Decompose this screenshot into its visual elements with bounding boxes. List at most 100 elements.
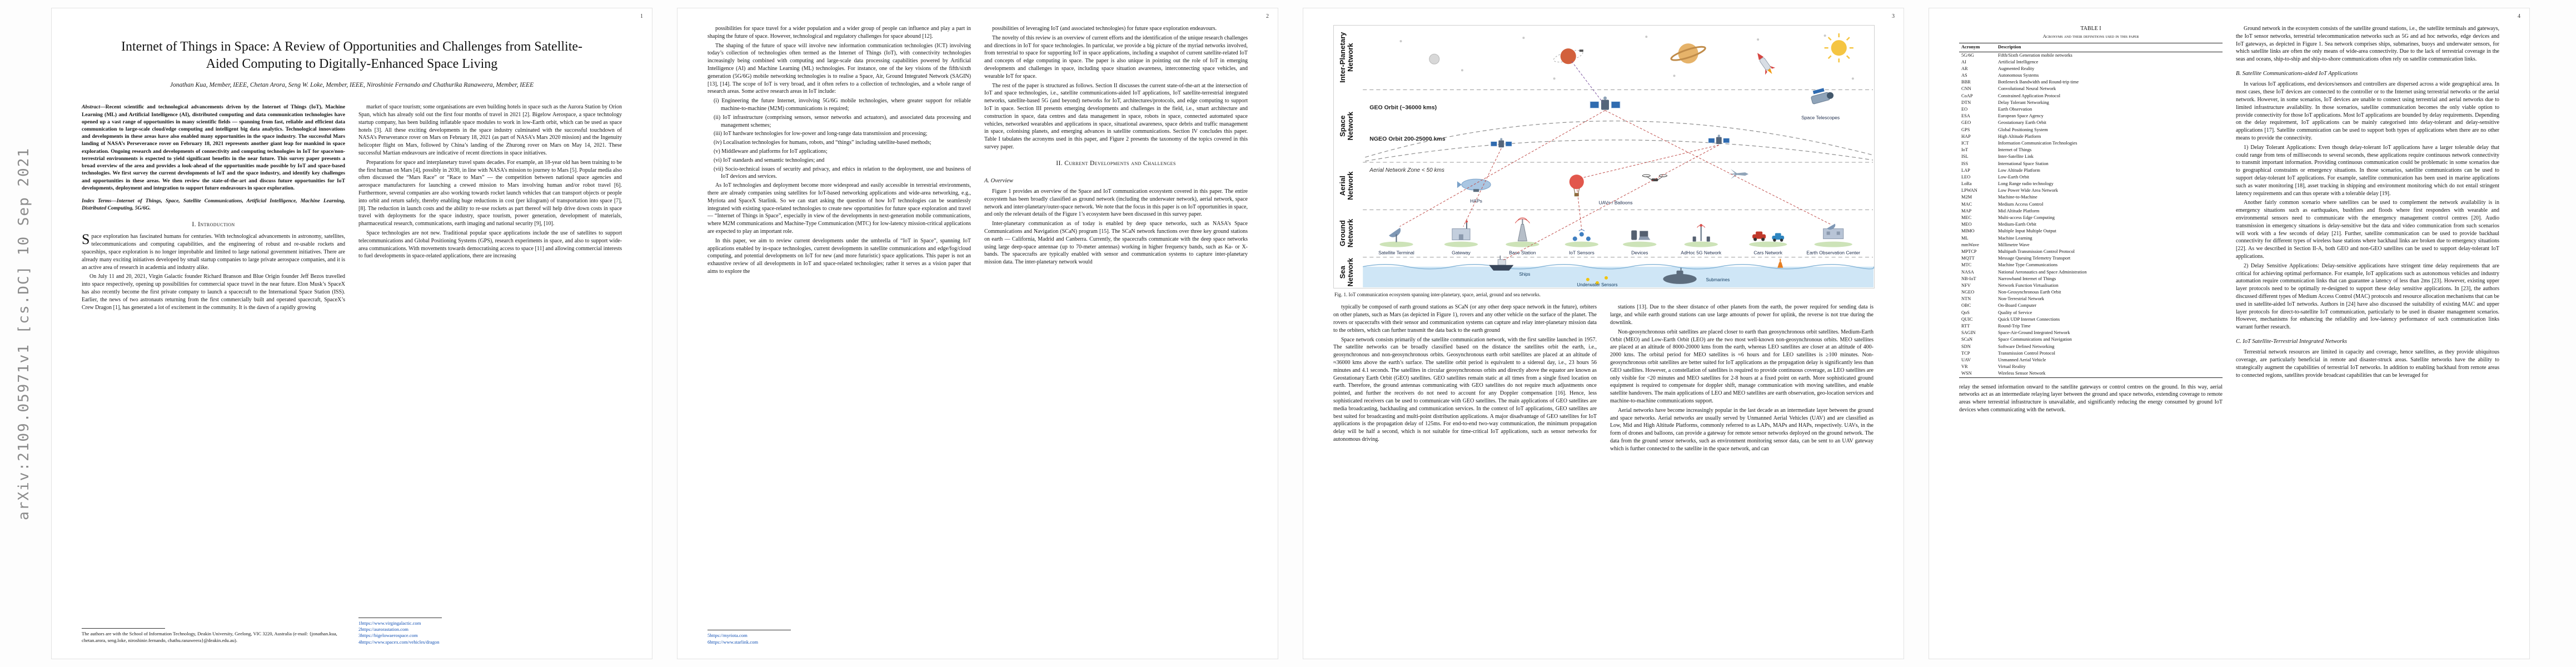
acronym-cell: MTC — [1961, 262, 1972, 268]
table-row: ISL Inter-Satellite Link — [1959, 153, 2223, 160]
description-cell: Mid Altitude Platform — [1998, 208, 2040, 213]
paragraph: As IoT technologies and deployment becom… — [707, 182, 971, 235]
description-cell: Augmented Reality — [1998, 66, 2035, 71]
page-2: 2 possibilities for space travel for a w… — [677, 8, 1278, 659]
paragraph: In various IoT applications, end devices… — [2236, 81, 2499, 142]
page1-column-1: Abstract—Recent scientific and technolog… — [82, 103, 345, 645]
acronym-cell: ISL — [1961, 154, 1969, 160]
acronym-cell: M2M — [1961, 195, 1972, 200]
footnote-rule — [82, 628, 165, 629]
table-row: NASA National Aeronautics and Space Admi… — [1959, 269, 2223, 276]
ship-icon — [1489, 255, 1514, 271]
acronym-cell: AI — [1961, 59, 1966, 64]
figure-1: Inter-PlanetaryNetwork SpaceNetwork Aeri… — [1333, 25, 1875, 288]
table-row: MTC Machine Type Communications — [1959, 262, 2223, 268]
paragraph: Inter-planetary communication as of toda… — [984, 221, 1248, 266]
acronym-cell: MEO — [1961, 222, 1972, 227]
paragraph: On July 11 and 20, 2021, Virgin Galactic… — [82, 273, 345, 311]
description-cell: Convolutional Neural Network — [1998, 86, 2056, 92]
subsection-satcom-iot: B. Satellite Communications-aided IoT Ap… — [2236, 70, 2358, 77]
acronym-cell: NASA — [1961, 269, 1974, 275]
acronym-cell: mmWave — [1961, 242, 1979, 247]
page4-column-1: TABLE I Acronyms and their definitions u… — [1959, 25, 2223, 645]
acronym-cell: WSN — [1961, 371, 1972, 376]
table-row: CoAP Constrained Application Protocol — [1959, 93, 2223, 99]
paragraph: Preparations for space and interplanetar… — [358, 159, 622, 227]
paper-title: Internet of Things in Space: A Review of… — [121, 39, 583, 71]
description-cell: Non-Terrestrial Network — [1998, 296, 2044, 302]
acronym-cell: MAC — [1961, 201, 1972, 207]
sun-icon — [1824, 33, 1853, 63]
description-cell: Space-Air-Ground Integrated Network — [1998, 330, 2070, 336]
table-row: LPWAN Low Power Wide Area Network — [1959, 187, 2223, 194]
space-telescope-icon — [1811, 88, 1834, 104]
geo-orbit-arc — [1365, 121, 1874, 158]
footnote-url[interactable]: 5https://myriota.com — [707, 633, 748, 639]
table-row: ISS International Space Station — [1959, 161, 2223, 167]
table-row: MAC Medium Access Control — [1959, 201, 2223, 208]
acronym-cell: CNN — [1961, 86, 1971, 92]
acronym-cell: NB-IoT — [1961, 276, 1976, 281]
table-row: AR Augmented Reality — [1959, 66, 2223, 72]
description-cell: Network Function Virtualisation — [1998, 282, 2059, 288]
table-row: 5G/6G Fifth/Sixth Generation mobile netw… — [1959, 52, 2223, 59]
description-cell: Long Range radio technology — [1998, 181, 2054, 187]
sea-water — [1363, 266, 1874, 287]
list-item: (vii) Socio-technical issues of security… — [714, 166, 971, 180]
footnote-url[interactable]: 1https://www.virgingalactic.com — [358, 620, 421, 626]
acronym-cell: BBR — [1961, 79, 1971, 85]
section-heading-introduction: I. Introduction — [192, 221, 235, 228]
description-cell: Low Power Wide Area Network — [1998, 188, 2058, 193]
page2-column-2: possibilities of leveraging IoT (and ass… — [984, 25, 1248, 645]
acronym-cell: OBC — [1961, 303, 1971, 308]
acronym-table-header: Acronym Description — [1959, 43, 2223, 52]
description-cell: High Altitude Platform — [1998, 133, 2041, 139]
table-row: QoS Quality of Service — [1959, 310, 2223, 316]
link-balloon-sensors — [1577, 190, 1582, 230]
abstract: Abstract—Recent scientific and technolog… — [82, 103, 345, 192]
paragraph-run: market of space tourism; some organisati… — [358, 103, 622, 262]
paragraph: Space network consists primarily of the … — [1333, 336, 1597, 442]
sea-wave — [1363, 264, 1874, 270]
link-geo-terminal — [1399, 110, 1606, 227]
description-cell: Medium-Earth Orbit — [1998, 222, 2037, 227]
page-number: 4 — [2518, 13, 2520, 19]
satellite-terminal-label: Satellite Terminal — [1378, 250, 1414, 256]
submarine-icon — [1663, 267, 1697, 284]
paragraph: Space technologies are not new. Traditio… — [358, 230, 622, 260]
table-row: VR Virtual Reality — [1959, 364, 2223, 370]
description-cell: Millimetre Wave — [1998, 242, 2030, 247]
adhoc-5g-icon — [1692, 223, 1710, 242]
footnote-url[interactable]: 3https://bigelowaerospace.com — [358, 633, 418, 639]
acronym-cell: ISS — [1961, 161, 1969, 166]
description-cell: Global Positioning System — [1998, 127, 2048, 132]
description-cell: Quick UDP Internet Connections — [1998, 316, 2060, 322]
paragraph: Another fairly common scenario where sat… — [2236, 200, 2499, 260]
acronym-cell: MIMO — [1961, 228, 1975, 234]
ngeo-orbit-arc — [1365, 140, 1874, 162]
footnote-url[interactable]: 2https://aurorastation.com — [358, 626, 408, 632]
index-terms-label: Index Terms— — [82, 198, 117, 205]
table-row: M2M Machine-to-Machine — [1959, 194, 2223, 201]
footnote-url[interactable]: 4https://www.spacex.com/vehicles/dragon — [358, 639, 440, 645]
link-ngeo-ship — [1503, 145, 1720, 261]
footnote-url[interactable]: 6https://www.starlink.com — [707, 639, 759, 645]
acronym-cell: GEO — [1961, 120, 1971, 126]
cars-icon — [1752, 231, 1785, 242]
description-cell: Artificial Intelligence — [1998, 59, 2039, 64]
devices-icon — [1631, 230, 1651, 240]
acronym-cell: LEO — [1961, 174, 1971, 180]
table-row: HAP High Altitude Platform — [1959, 133, 2223, 140]
acronym-cell: VR — [1961, 364, 1968, 370]
table-caption: TABLE I Acronyms and their definitions u… — [1959, 25, 2223, 39]
acronym-cell: LAP — [1961, 167, 1970, 173]
rocket-icon — [1757, 53, 1776, 75]
table-row: IoT Internet of Things — [1959, 147, 2223, 153]
description-cell: Software Defined Networking — [1998, 344, 2055, 349]
page3-columns: typically be composed of earth ground st… — [1333, 303, 1874, 645]
underwater-sensors-icon — [1586, 276, 1608, 285]
earth-observation-building-icon — [1823, 223, 1844, 240]
acronym-cell: UAV — [1961, 357, 1971, 362]
